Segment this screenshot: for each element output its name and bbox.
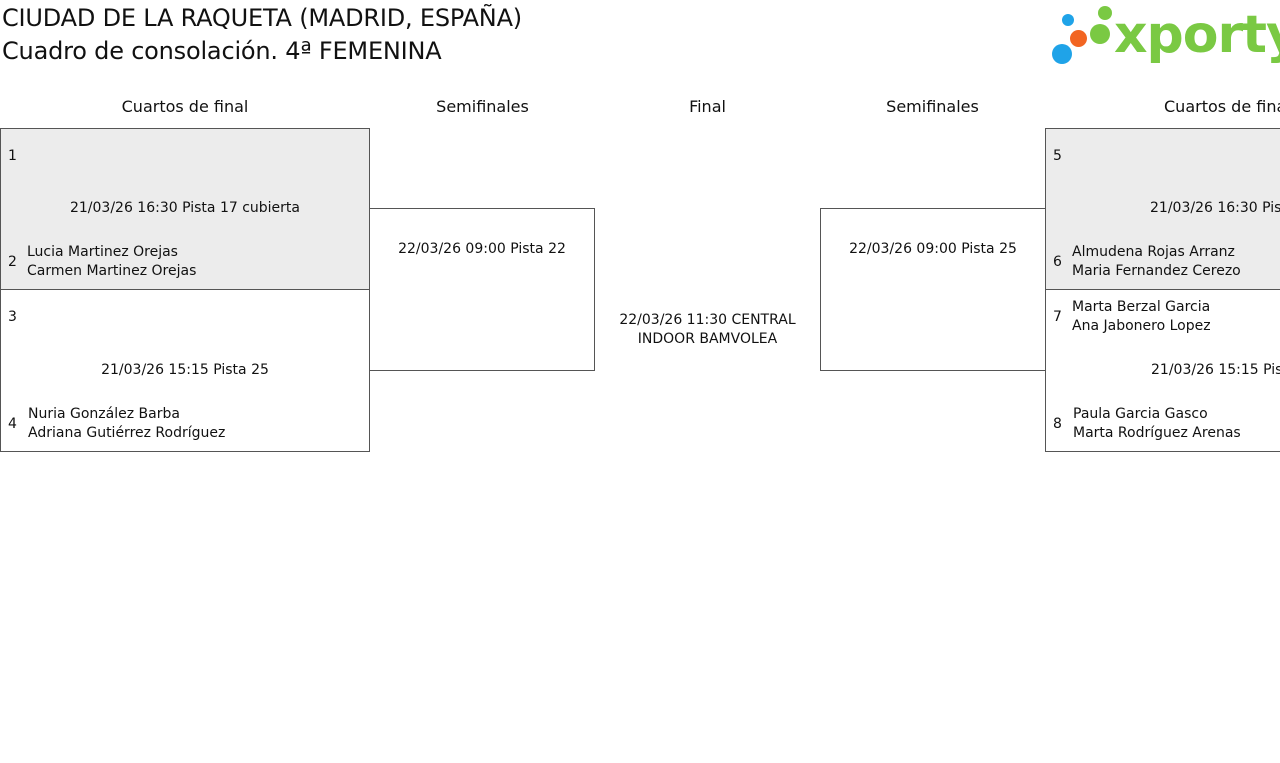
player-name: Adriana Gutiérrez Rodríguez (28, 425, 226, 441)
player-name: Ana Jabonero Lopez (1072, 318, 1211, 334)
player-name: Paula Garcia Gasco (1073, 406, 1208, 422)
seed-number: 8 (1053, 416, 1062, 432)
match-left-semifinal[interactable]: 22/03/26 09:00 Pista 22 (369, 208, 595, 371)
match-right-semifinal[interactable]: 22/03/26 09:00 Pista 25 (820, 208, 1046, 371)
column-header-final: Final (689, 97, 726, 116)
logo-wordmark: xporty (1114, 5, 1280, 65)
column-header-right-quarterfinals: Cuartos de final (1164, 97, 1280, 116)
match-schedule: 21/03/26 16:30 Pista 17 cubierta (69, 200, 300, 216)
logo-dot-orange (1070, 30, 1087, 47)
seed-number: 4 (8, 416, 17, 432)
team-players: Nuria González Barba Adriana Gutiérrez R… (28, 405, 225, 443)
title-line-1: CIUDAD DE LA RAQUETA (MADRID, ESPAÑA) (2, 4, 522, 32)
player-name: Marta Rodríguez Arenas (1073, 425, 1241, 441)
team-players: Marta Berzal Garcia Ana Jabonero Lopez (1072, 298, 1211, 336)
player-name: Nuria González Barba (28, 406, 180, 422)
seed-number: 3 (8, 309, 17, 325)
player-name: Maria Fernandez Cerezo (1072, 263, 1241, 279)
team-players: Paula Garcia Gasco Marta Rodríguez Arena… (1073, 405, 1241, 443)
team-players: Almudena Rojas Arranz Maria Fernandez Ce… (1072, 243, 1241, 281)
match-schedule: 21/03/26 16:30 Pista (1150, 200, 1280, 216)
player-name: Lucia Martinez Orejas (27, 244, 178, 260)
match-right-qf-1[interactable]: 5 21/03/26 16:30 Pista 6 Almudena Rojas … (1045, 128, 1280, 290)
seed-number: 6 (1053, 254, 1062, 270)
logo-dot-green-large (1090, 24, 1110, 44)
seed-number: 5 (1053, 148, 1062, 164)
title-line-2: Cuadro de consolación. 4ª FEMENINA (2, 37, 442, 65)
match-left-qf-2[interactable]: 3 21/03/26 15:15 Pista 25 4 Nuria Gonzál… (0, 289, 370, 452)
match-schedule: 22/03/26 09:00 Pista 22 (398, 241, 566, 257)
match-schedule: 21/03/26 15:15 Pista (1151, 362, 1280, 378)
seed-number: 1 (8, 148, 17, 164)
logo-dot-blue-small (1062, 14, 1074, 26)
player-name: Marta Berzal Garcia (1072, 299, 1211, 315)
match-schedule: 22/03/26 09:00 Pista 25 (849, 241, 1017, 257)
player-name: Almudena Rojas Arranz (1072, 244, 1235, 260)
final-schedule-line-2: INDOOR BAMVOLEA (637, 331, 778, 347)
logo-dot-blue (1052, 44, 1072, 64)
final-schedule-line-1: 22/03/26 11:30 CENTRAL (619, 312, 796, 328)
match-schedule: 21/03/26 15:15 Pista 25 (101, 362, 269, 378)
team-players: Lucia Martinez Orejas Carmen Martinez Or… (27, 243, 196, 281)
player-name: Carmen Martinez Orejas (27, 263, 197, 279)
column-header-left-quarterfinals: Cuartos de final (121, 97, 249, 116)
page-title: CIUDAD DE LA RAQUETA (MADRID, ESPAÑA) Cu… (2, 2, 522, 68)
match-left-qf-1[interactable]: 1 21/03/26 16:30 Pista 17 cubierta 2 Luc… (0, 128, 370, 290)
match-final[interactable]: 22/03/26 11:30 CENTRAL INDOOR BAMVOLEA (595, 311, 820, 349)
match-right-qf-2[interactable]: 7 Marta Berzal Garcia Ana Jabonero Lopez… (1045, 289, 1280, 452)
column-header-right-semifinals: Semifinales (886, 97, 979, 116)
seed-number: 7 (1053, 309, 1062, 325)
xporty-logo[interactable]: xporty (1050, 4, 1280, 66)
seed-number: 2 (8, 254, 17, 270)
logo-dot-green (1098, 6, 1112, 20)
column-header-left-semifinals: Semifinales (436, 97, 529, 116)
